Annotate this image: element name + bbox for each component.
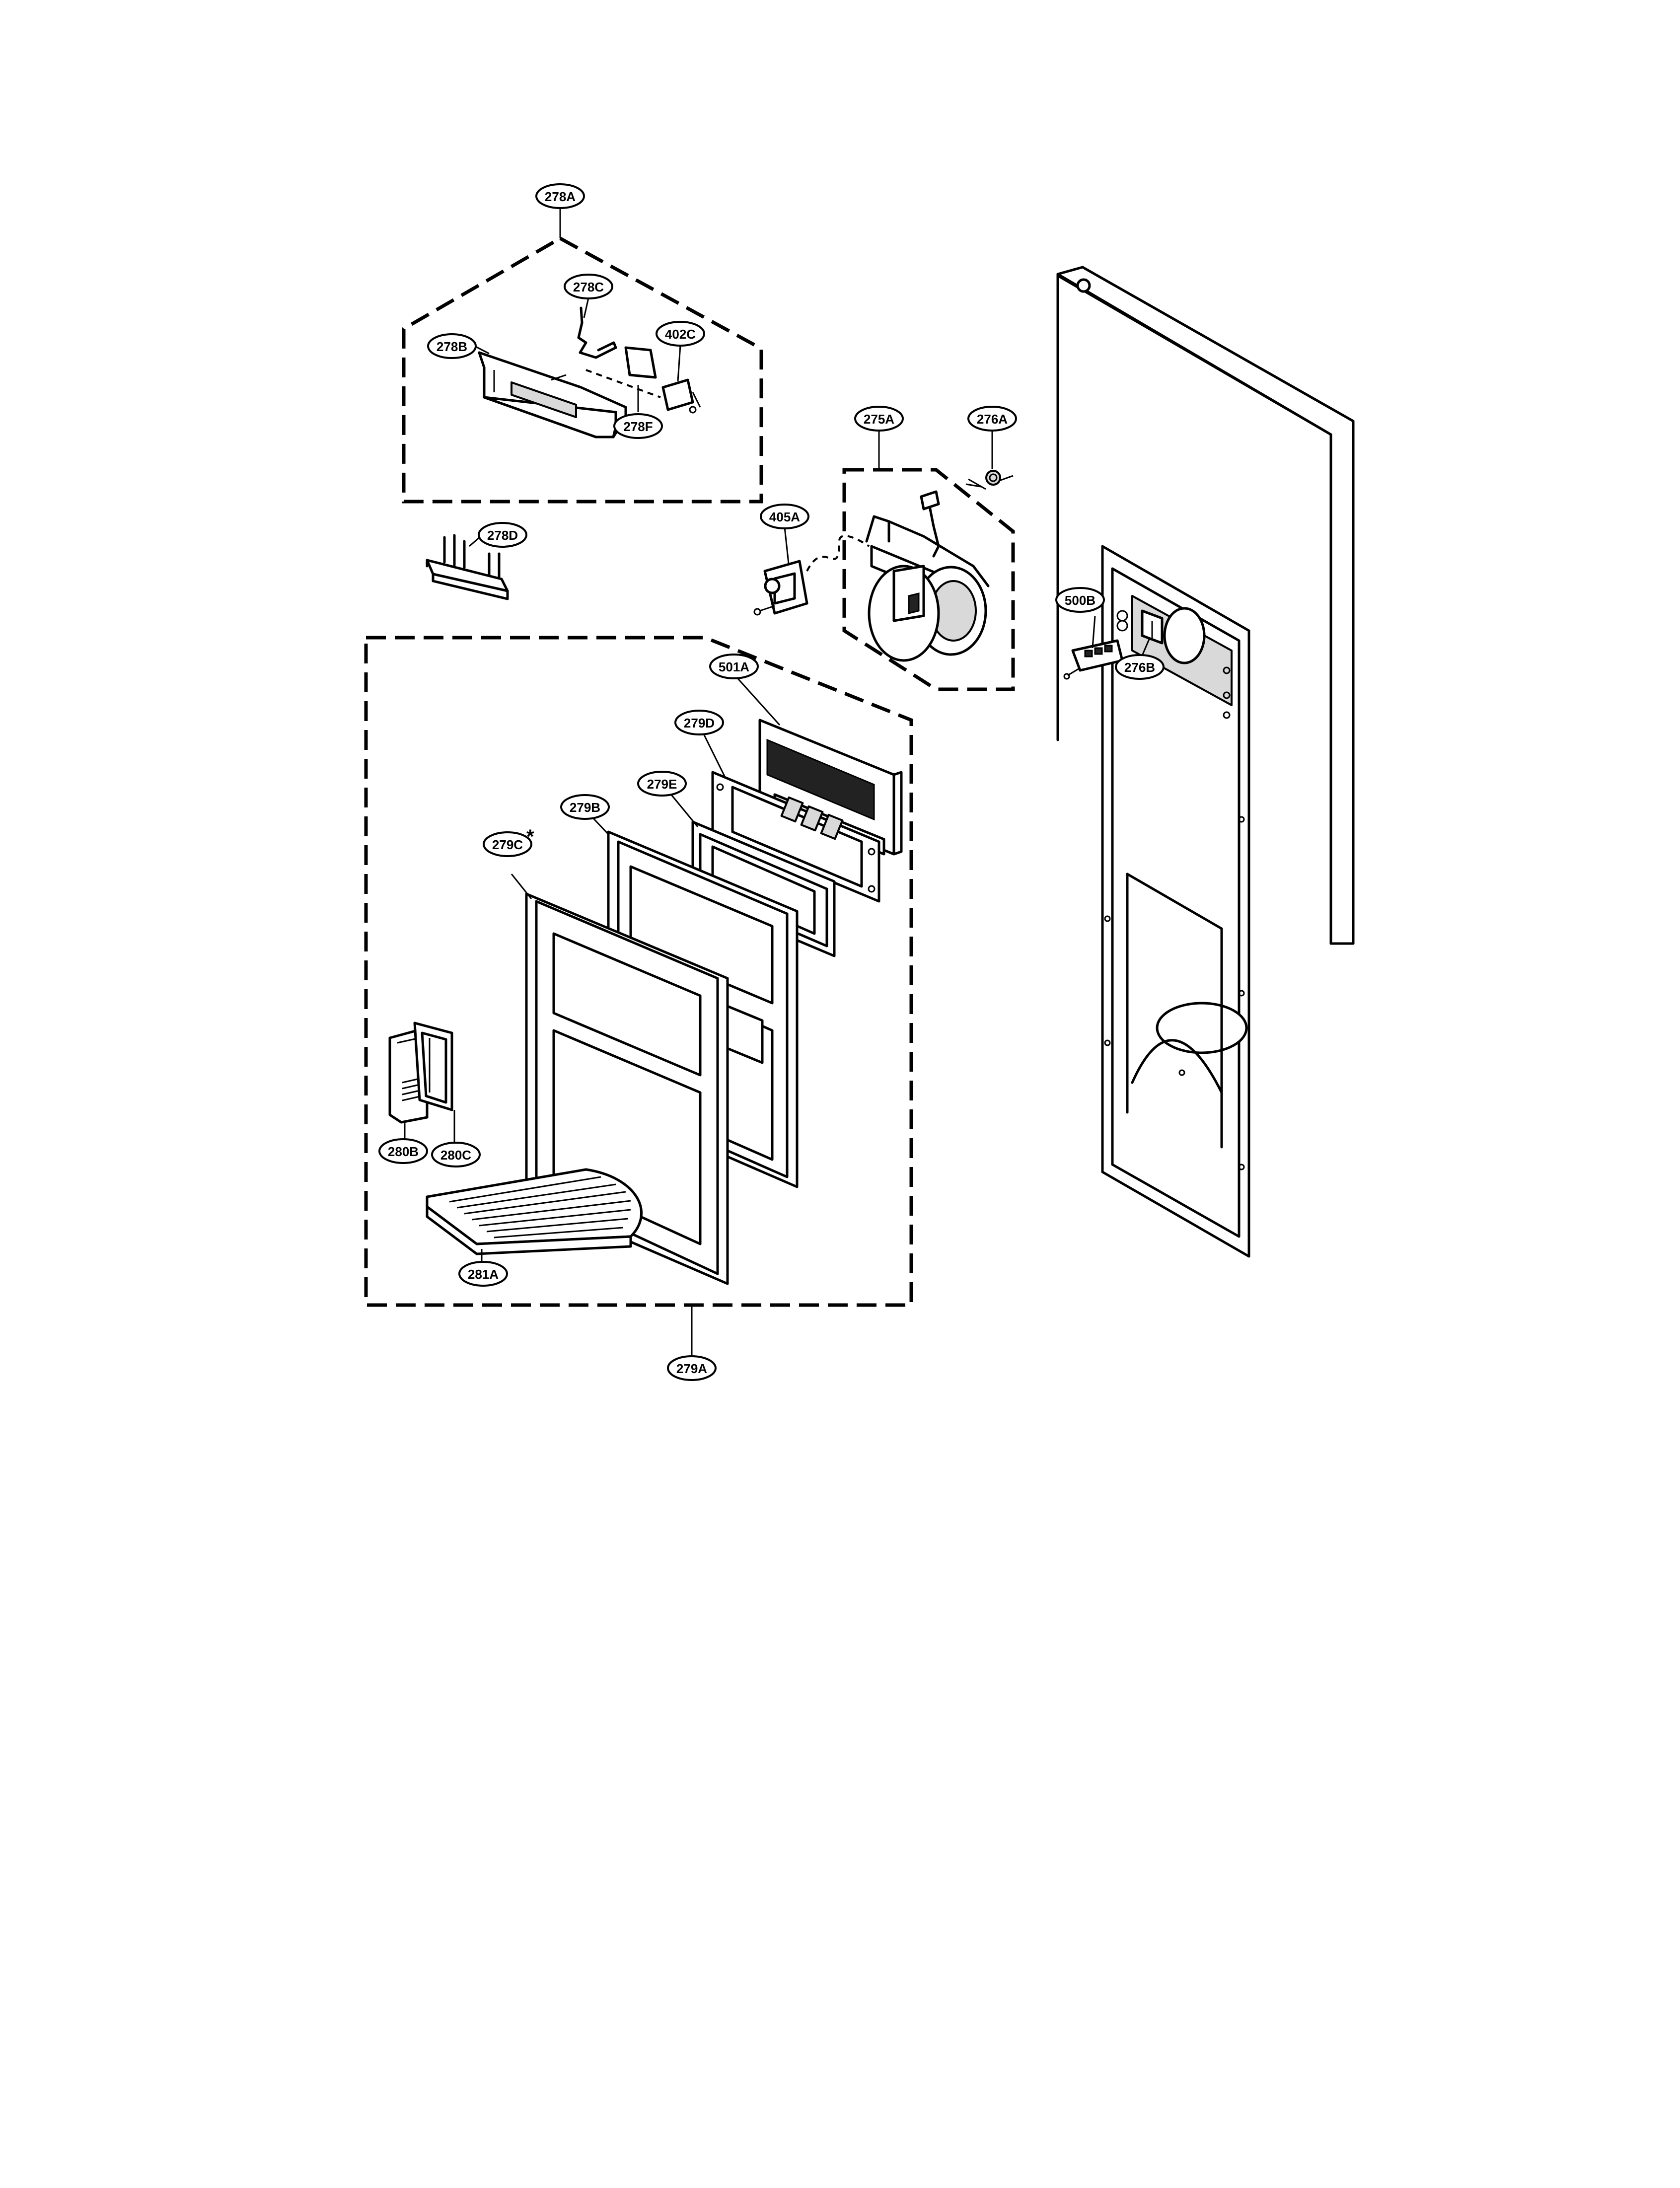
callout-281A: 281A (458, 1261, 508, 1287)
part-278D-bracket (426, 534, 509, 600)
callout-405A: 405A (760, 504, 809, 529)
svg-text:279B: 279B (570, 800, 600, 815)
callout-279E: 279E (637, 771, 687, 797)
callout-278C: 278C (564, 274, 613, 299)
part-281A-tray (426, 1168, 643, 1255)
svg-text:279D: 279D (684, 716, 715, 730)
svg-text:280C: 280C (440, 1148, 471, 1163)
svg-text:500B: 500B (1065, 593, 1096, 608)
part-door-panel (1056, 266, 1355, 1258)
svg-text:278C: 278C (573, 280, 604, 294)
part-279D-frame (711, 771, 880, 903)
leader-500B (1092, 615, 1096, 649)
svg-text:501A: 501A (719, 659, 749, 674)
callout-276A: 276A (967, 406, 1017, 432)
asterisk-marker: * (526, 826, 534, 848)
group-boundary-275A (842, 468, 1015, 691)
svg-text:279E: 279E (647, 777, 677, 792)
callout-276B: 276B (1115, 654, 1165, 680)
leader-402C (677, 345, 681, 382)
part-276A-spring (965, 470, 1014, 490)
part-278F-pad (624, 346, 657, 379)
callout-278B: 278B (427, 333, 477, 359)
callout-278F: 278F (613, 413, 663, 439)
svg-text:275A: 275A (864, 412, 894, 427)
part-276B-bracket (1141, 609, 1164, 645)
group-boundary-279A (364, 636, 913, 1307)
part-278B-housing (478, 351, 627, 438)
leader-405A (784, 527, 790, 564)
callout-279D: 279D (674, 710, 724, 735)
svg-text:402C: 402C (665, 327, 696, 342)
callout-278D: 278D (478, 522, 527, 548)
callout-500B: 500B (1055, 587, 1105, 613)
part-402C-switch (661, 378, 701, 414)
svg-text:281A: 281A (468, 1267, 499, 1282)
callout-402C: 402C (656, 321, 705, 347)
part-405A-solenoid (753, 560, 808, 616)
callout-279A: 279A (667, 1355, 717, 1381)
svg-text:279A: 279A (676, 1361, 707, 1376)
callout-501A: 501A (709, 654, 759, 679)
part-275A-motor (865, 490, 990, 662)
part-280C-frame (413, 1021, 453, 1111)
svg-text:405A: 405A (769, 510, 800, 524)
svg-text:278D: 278D (487, 528, 518, 543)
leader-279C (511, 874, 532, 899)
svg-text:279C: 279C (492, 837, 523, 852)
callout-278A: 278A (535, 183, 585, 209)
svg-text:276B: 276B (1124, 660, 1155, 675)
svg-text:278A: 278A (545, 189, 576, 204)
svg-text:278F: 278F (623, 419, 653, 434)
callout-279C: 279C * (483, 826, 534, 857)
leader-501A (734, 674, 781, 726)
callout-275A: 275A (854, 406, 904, 432)
leader-278C (583, 297, 589, 318)
svg-text:280B: 280B (388, 1144, 419, 1159)
svg-text:278B: 278B (437, 339, 467, 354)
callout-279B: 279B (560, 794, 610, 820)
part-278C-clip (577, 306, 617, 359)
leader-276B (1141, 638, 1151, 656)
part-500B-board (1063, 639, 1124, 680)
callout-280C: 280C (431, 1142, 481, 1167)
callout-280B: 280B (378, 1138, 428, 1164)
group-boundary-278A (402, 236, 763, 504)
svg-text:276A: 276A (977, 412, 1008, 427)
